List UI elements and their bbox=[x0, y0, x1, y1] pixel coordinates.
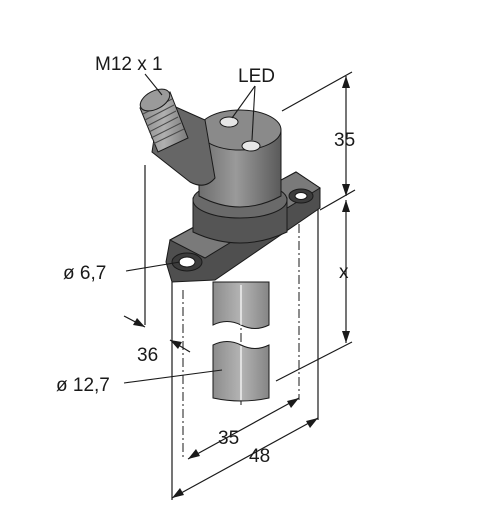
led-label: LED bbox=[238, 66, 275, 87]
leader-led-2 bbox=[251, 85, 256, 141]
ext-bottom bbox=[275, 341, 353, 382]
leader-led-1 bbox=[231, 85, 256, 119]
body-height-label: x bbox=[339, 262, 349, 283]
arrow-35-1 bbox=[188, 449, 200, 459]
ext-top bbox=[281, 71, 353, 112]
led-window-right bbox=[241, 140, 261, 152]
hole-diameter-label: ø 6,7 bbox=[63, 263, 106, 284]
arrow-36-b bbox=[170, 340, 182, 349]
top-height-label: 35 bbox=[334, 130, 355, 151]
side-offset-label: 36 bbox=[137, 345, 158, 366]
led-window-left bbox=[219, 116, 239, 128]
leader-tube bbox=[123, 369, 223, 384]
arrow-48-1 bbox=[172, 488, 184, 498]
leader-hole bbox=[125, 261, 181, 272]
arrow-36-a bbox=[133, 318, 145, 327]
leader-thread bbox=[144, 73, 163, 96]
thread-label: M12 x 1 bbox=[95, 54, 163, 75]
arrow-35-2 bbox=[287, 398, 299, 408]
arrow-x-1 bbox=[342, 200, 350, 212]
m12-connector bbox=[139, 88, 216, 186]
arrow-48-2 bbox=[306, 418, 318, 428]
inner-width-label: 35 bbox=[218, 428, 239, 449]
tube-diameter-label: ø 12,7 bbox=[56, 375, 110, 396]
arrow-top-1 bbox=[342, 76, 350, 88]
dim-line-inner-width bbox=[187, 397, 300, 460]
ext-flange bbox=[319, 189, 356, 211]
sensor-tube bbox=[212, 281, 270, 402]
outer-width-label: 48 bbox=[249, 446, 270, 467]
arrow-top-2 bbox=[342, 184, 350, 196]
dim-line-outer-width bbox=[171, 417, 319, 499]
arrow-x-2 bbox=[342, 331, 350, 343]
